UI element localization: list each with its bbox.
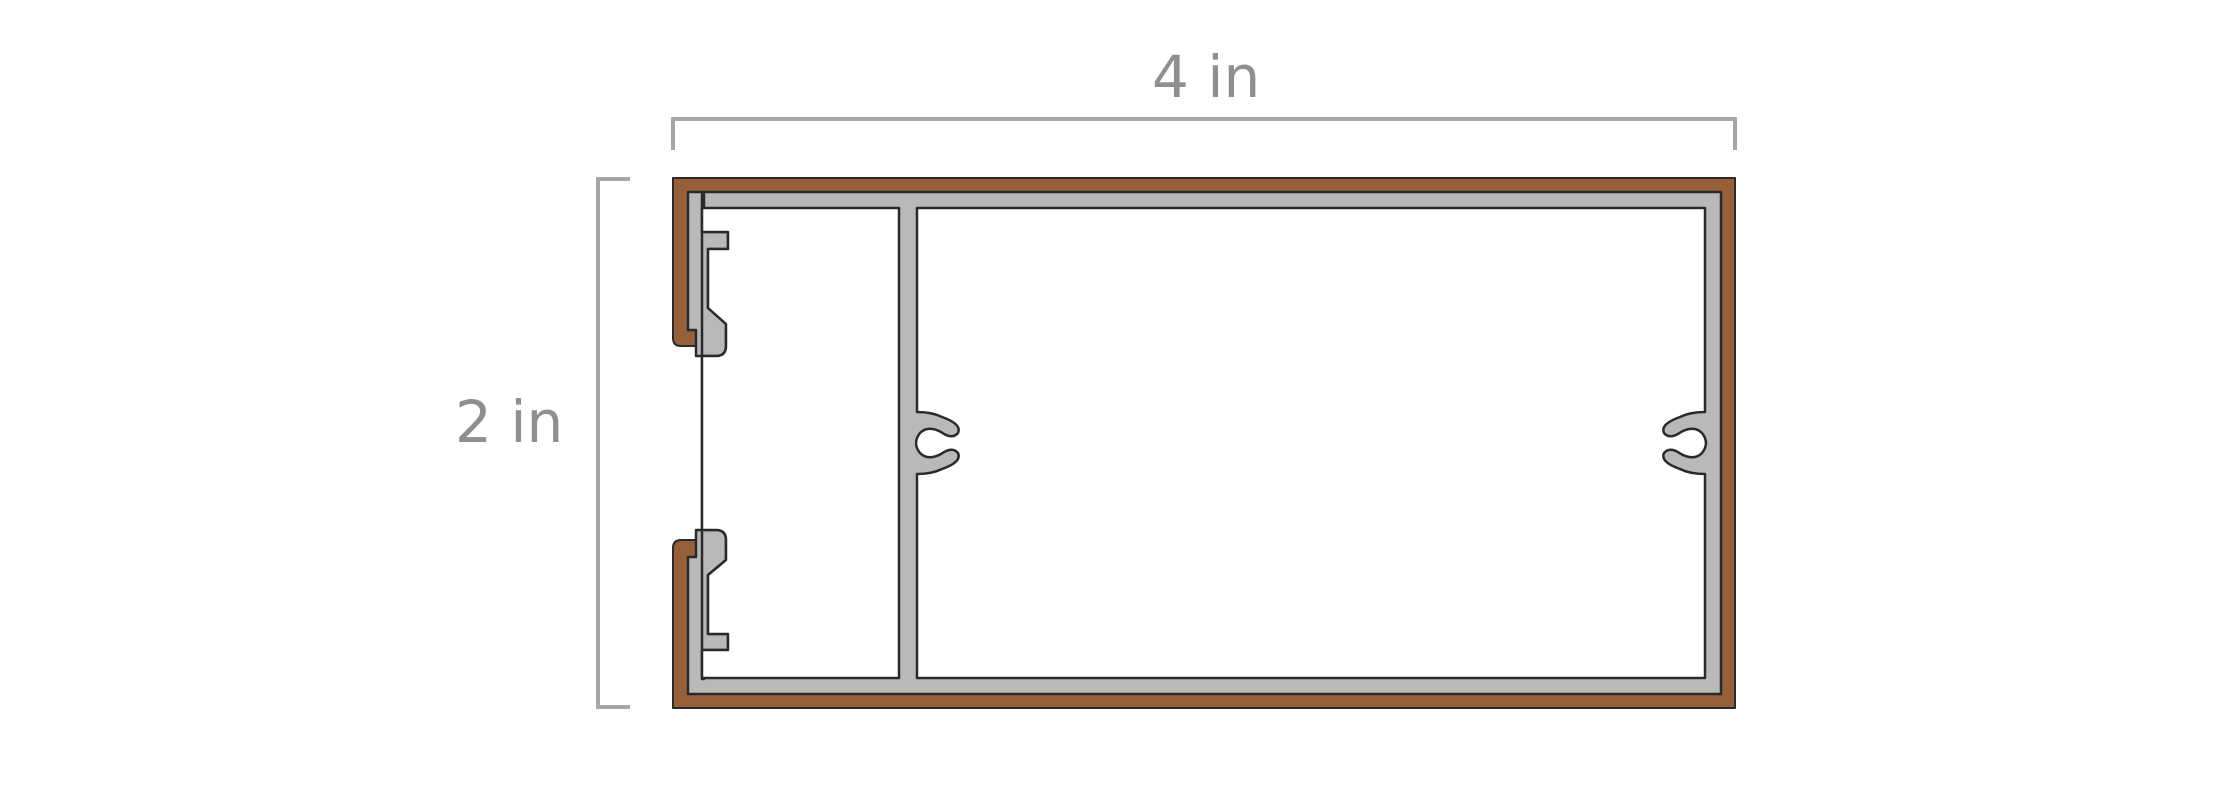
- width-dimension-bracket: [671, 117, 1737, 150]
- width-dimension-label: 4 in: [1152, 43, 1261, 111]
- left-cavity: [700, 206, 901, 680]
- height-dimension-bracket: [596, 177, 630, 709]
- height-dimension-label: 2 in: [455, 388, 564, 456]
- main-cavity: [914, 206, 1708, 680]
